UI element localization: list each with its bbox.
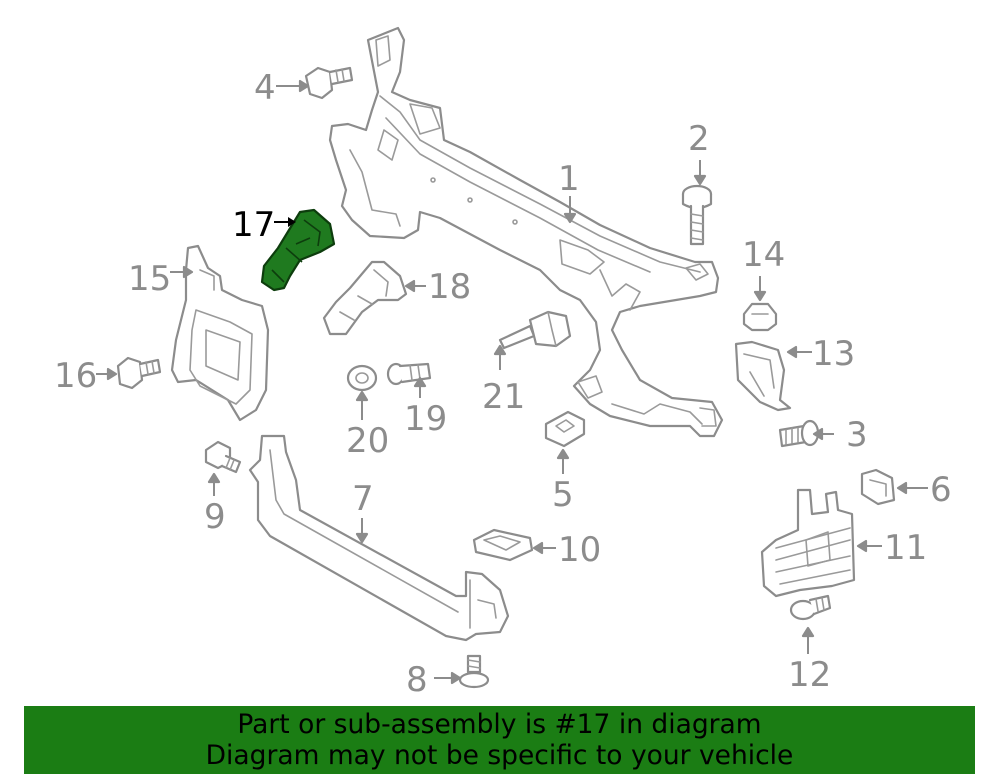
- callout-17: 17: [232, 205, 275, 245]
- callout-6: 6: [930, 470, 952, 510]
- part-21-stud: [498, 310, 572, 350]
- callout-2: 2: [688, 119, 710, 159]
- callout-8: 8: [406, 660, 428, 700]
- info-banner: Part or sub-assembly is #17 in diagram D…: [24, 706, 975, 774]
- callout-13: 13: [812, 334, 855, 374]
- part-11-bracket: [760, 488, 856, 598]
- part-12-bolt: [789, 594, 832, 621]
- callout-14: 14: [742, 235, 785, 275]
- part-19-bolt: [386, 362, 432, 386]
- callout-15: 15: [128, 259, 171, 299]
- part-16-bolt: [116, 356, 162, 390]
- part-10-clip: [472, 528, 534, 562]
- part-6-clip: [860, 468, 896, 506]
- callout-4: 4: [254, 68, 276, 108]
- banner-line-1: Part or sub-assembly is #17 in diagram: [237, 709, 762, 740]
- callout-19: 19: [404, 399, 447, 439]
- callout-16: 16: [54, 356, 97, 396]
- callout-11: 11: [884, 528, 927, 568]
- part-3-bolt: [778, 419, 820, 448]
- part-18-bracket: [322, 260, 408, 336]
- part-1-radiator-support: [328, 26, 724, 438]
- callout-7: 7: [352, 479, 374, 519]
- callout-9: 9: [204, 497, 226, 537]
- banner-line-2: Diagram may not be specific to your vehi…: [205, 740, 794, 771]
- part-5-clip: [544, 410, 586, 448]
- callout-3: 3: [846, 415, 868, 455]
- callout-1: 1: [558, 159, 580, 199]
- part-8-bolt: [458, 654, 490, 689]
- part-17-bracket-highlighted: [260, 208, 336, 292]
- leader-lines: [96, 79, 928, 685]
- parts-diagram: 1 2 3 4 5 6 7 8 9 10 11 12 13 14 15 16 1…: [54, 26, 952, 700]
- part-2-bolt: [681, 184, 713, 246]
- callout-18: 18: [428, 267, 471, 307]
- part-20-grommet: [346, 364, 378, 392]
- callout-20: 20: [346, 421, 389, 461]
- part-14-nut: [742, 302, 778, 332]
- callout-21: 21: [482, 377, 525, 417]
- part-7-deflector: [248, 434, 510, 642]
- part-9-bolt: [204, 440, 242, 474]
- callout-10: 10: [558, 530, 601, 570]
- part-4-bolt: [304, 66, 354, 100]
- part-15-bracket: [170, 244, 270, 422]
- callout-12: 12: [788, 655, 831, 695]
- callout-5: 5: [552, 475, 574, 515]
- callout-numbers: 1 2 3 4 5 6 7 8 9 10 11 12 13 14 15 16 1…: [54, 68, 952, 700]
- part-13-bracket: [734, 340, 792, 412]
